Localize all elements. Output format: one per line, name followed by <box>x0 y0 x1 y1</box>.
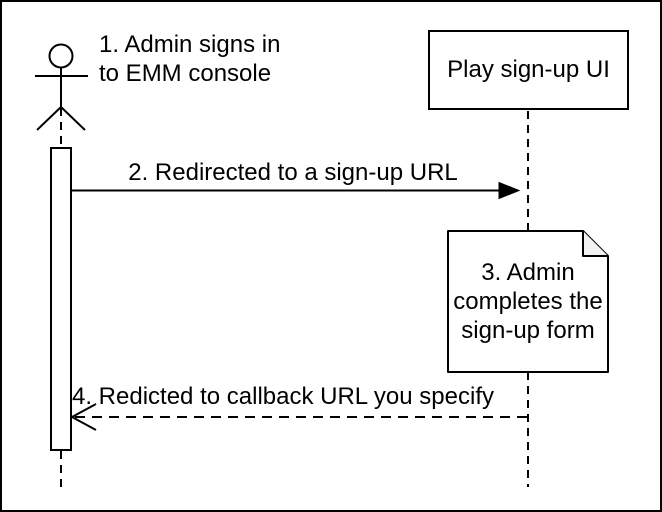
step1-annotation: 1. Admin signs in to EMM console <box>99 30 280 88</box>
step1-annotation-line1: 1. Admin signs in <box>99 31 281 58</box>
note-fold-icon <box>582 231 608 257</box>
actor-icon <box>35 43 88 131</box>
step1-annotation-line2: to EMM console <box>99 60 272 87</box>
message2-arrowhead-icon <box>498 181 521 200</box>
actor-leg-left <box>36 106 62 131</box>
message4-arrowhead-icon <box>69 403 97 431</box>
actor-head <box>48 43 74 69</box>
message4-label: 4. Redicted to callback URL you specify <box>72 383 494 410</box>
note-step3-text: 3. Admin completes the sign-up form <box>448 231 608 372</box>
note-step3-line3: sign-up form <box>461 317 595 344</box>
note-step3-line1: 3. Admin <box>481 259 575 286</box>
note-fold-fill <box>583 231 608 256</box>
note-shape <box>447 230 609 373</box>
actor-activation-bar <box>50 147 72 451</box>
participant-label: Play sign-up UI <box>447 56 610 83</box>
message2-label: 2. Redirected to a sign-up URL <box>128 159 458 186</box>
participant-play-signup-ui: Play sign-up UI <box>428 30 629 110</box>
actor-leg-right <box>60 106 86 131</box>
note-step3-line2: completes the <box>453 288 603 315</box>
